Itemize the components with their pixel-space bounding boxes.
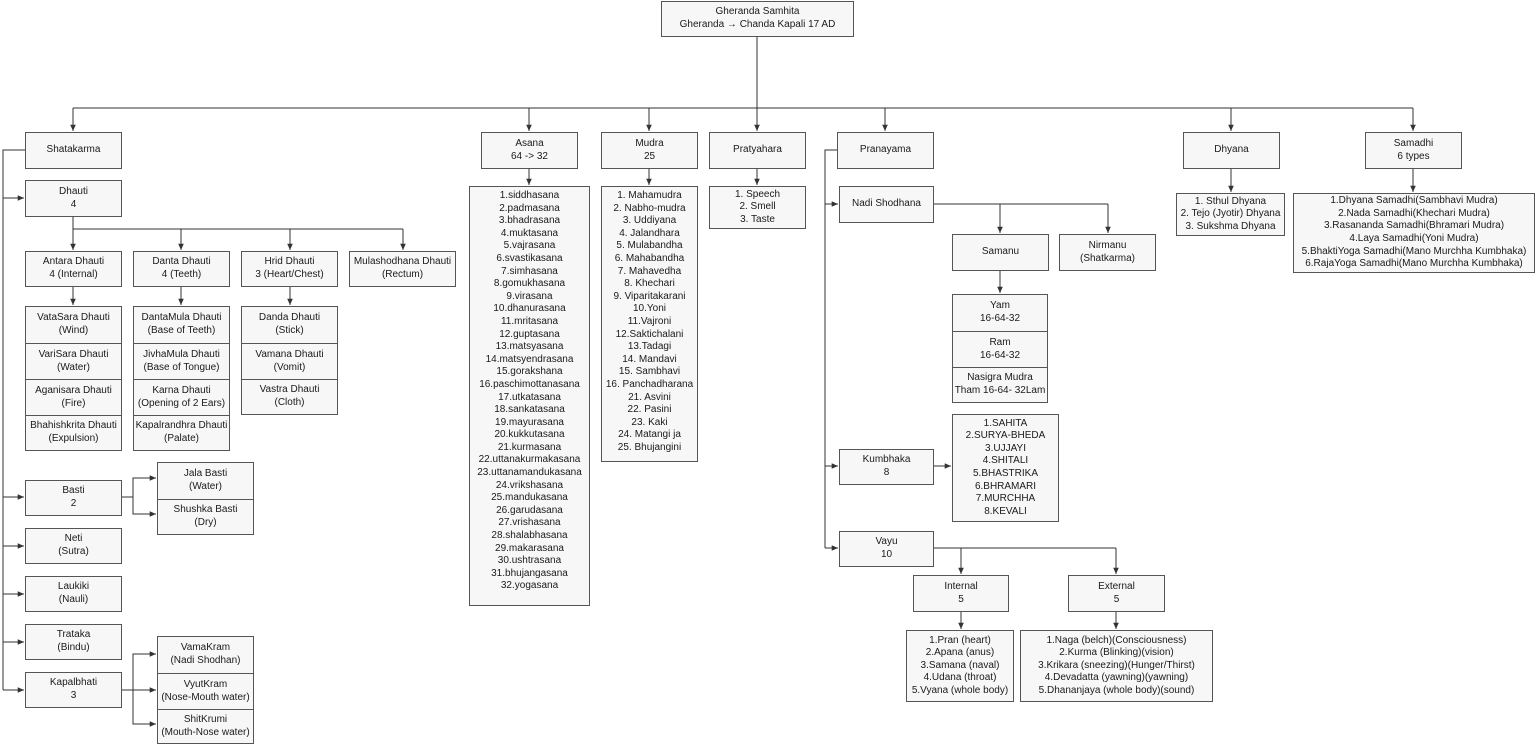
samadhi-list: 1.Dhyana Samadhi(Sambhavi Mudra) 2.Nada … bbox=[1293, 193, 1535, 273]
list-item: VamaKram(Nadi Shodhan) bbox=[170, 642, 241, 666]
mulashodhana-dhauti-node: Mulashodhana Dhauti (Rectum) bbox=[349, 251, 456, 287]
danta-dhauti-list: DantaMula Dhauti(Base of Teeth) JivhaMul… bbox=[133, 306, 230, 451]
list-item: Shushka Basti(Dry) bbox=[158, 499, 253, 534]
list-item: VyutKram(Nose-Mouth water) bbox=[158, 673, 253, 709]
list-item: Jala Basti(Water) bbox=[183, 468, 228, 492]
laukiki-node: Laukiki (Nauli) bbox=[25, 576, 122, 612]
list-item: DantaMula Dhauti(Base of Teeth) bbox=[141, 312, 222, 336]
kumbhaka-list: 1.SAHITA 2.SURYA-BHEDA 3.UJJAYI 4.SHITAL… bbox=[952, 414, 1059, 522]
trataka-node: Trataka (Bindu) bbox=[25, 624, 122, 660]
dhyana-node: Dhyana bbox=[1183, 132, 1280, 169]
list-item: JivhaMula Dhauti(Base of Tongue) bbox=[134, 343, 229, 379]
hrid-dhauti-node: Hrid Dhauti 3 (Heart/Chest) bbox=[241, 251, 338, 287]
dhauti-node: Dhauti 4 bbox=[25, 180, 122, 217]
asana-node: Asana 64 -> 32 bbox=[481, 132, 578, 169]
nadi-shodhana-node: Nadi Shodhana bbox=[839, 186, 934, 223]
internal-vayu-list: 1.Pran (heart) 2.Apana (anus) 3.Samana (… bbox=[906, 630, 1014, 702]
samadhi-node: Samadhi 6 types bbox=[1365, 132, 1462, 169]
list-item: Aganisara Dhauti(Fire) bbox=[26, 379, 121, 415]
nirmanu-node: Nirmanu (Shatkarma) bbox=[1059, 234, 1156, 271]
danta-dhauti-node: Danta Dhauti 4 (Teeth) bbox=[133, 251, 230, 287]
list-item: VataSara Dhauti(Wind) bbox=[37, 312, 110, 336]
external-vayu-list: 1.Naga (belch)(Consciousness) 2.Kurma (B… bbox=[1020, 630, 1213, 702]
pranayama-node: Pranayama bbox=[837, 132, 934, 169]
pratyahara-node: Pratyahara bbox=[709, 132, 806, 169]
external-vayu-node: External 5 bbox=[1068, 575, 1165, 612]
list-item: Karna Dhauti(Opening of 2 Ears) bbox=[134, 379, 229, 415]
asana-list: 1.siddhasana 2.padmasana 3.bhadrasana 4.… bbox=[469, 186, 590, 606]
dhyana-list: 1. Sthul Dhyana 2. Tejo (Jyotir) Dhyana … bbox=[1176, 193, 1285, 236]
list-item: Kapalrandhra Dhauti(Palate) bbox=[134, 415, 229, 450]
root-node: Gheranda Samhita Gheranda → Chanda Kapal… bbox=[661, 1, 854, 37]
list-item: Vamana Dhauti(Vomit) bbox=[242, 343, 337, 379]
antara-dhauti-list: VataSara Dhauti(Wind) VariSara Dhauti(Wa… bbox=[25, 306, 122, 451]
pratyahara-list: 1. Speech 2. Smell 3. Taste bbox=[709, 186, 806, 229]
list-item: Vastra Dhauti(Cloth) bbox=[242, 379, 337, 414]
list-item: Bhahishkrita Dhauti(Expulsion) bbox=[26, 415, 121, 450]
root-title: Gheranda Samhita bbox=[715, 6, 800, 18]
arrow-right-icon: → bbox=[726, 19, 737, 30]
list-item: ShitKrumi(Mouth-Nose water) bbox=[158, 709, 253, 743]
mudra-node: Mudra 25 bbox=[601, 132, 698, 169]
shatakarma-node: Shatakarma bbox=[25, 132, 122, 169]
basti-list: Jala Basti(Water) Shushka Basti(Dry) bbox=[157, 462, 254, 535]
basti-node: Basti 2 bbox=[25, 480, 122, 516]
kapalbhati-list: VamaKram(Nadi Shodhan) VyutKram(Nose-Mou… bbox=[157, 636, 254, 744]
samanu-node: Samanu bbox=[952, 234, 1049, 271]
kapalbhati-node: Kapalbhati 3 bbox=[25, 672, 122, 708]
root-lineage: Gheranda → Chanda Kapali 17 AD bbox=[679, 19, 836, 30]
kumbhaka-node: Kumbhaka 8 bbox=[839, 449, 934, 485]
list-item: VariSara Dhauti(Water) bbox=[26, 343, 121, 379]
vayu-node: Vayu 10 bbox=[839, 531, 934, 567]
antara-dhauti-node: Antara Dhauti 4 (Internal) bbox=[25, 251, 122, 287]
hrid-dhauti-list: Danda Dhauti(Stick) Vamana Dhauti(Vomit)… bbox=[241, 306, 338, 415]
mudra-list: 1. Mahamudra 2. Nabho-mudra 3. Uddiyana … bbox=[601, 186, 698, 462]
neti-node: Neti (Sutra) bbox=[25, 528, 122, 564]
internal-vayu-node: Internal 5 bbox=[913, 575, 1009, 612]
list-item: Danda Dhauti(Stick) bbox=[258, 312, 321, 336]
